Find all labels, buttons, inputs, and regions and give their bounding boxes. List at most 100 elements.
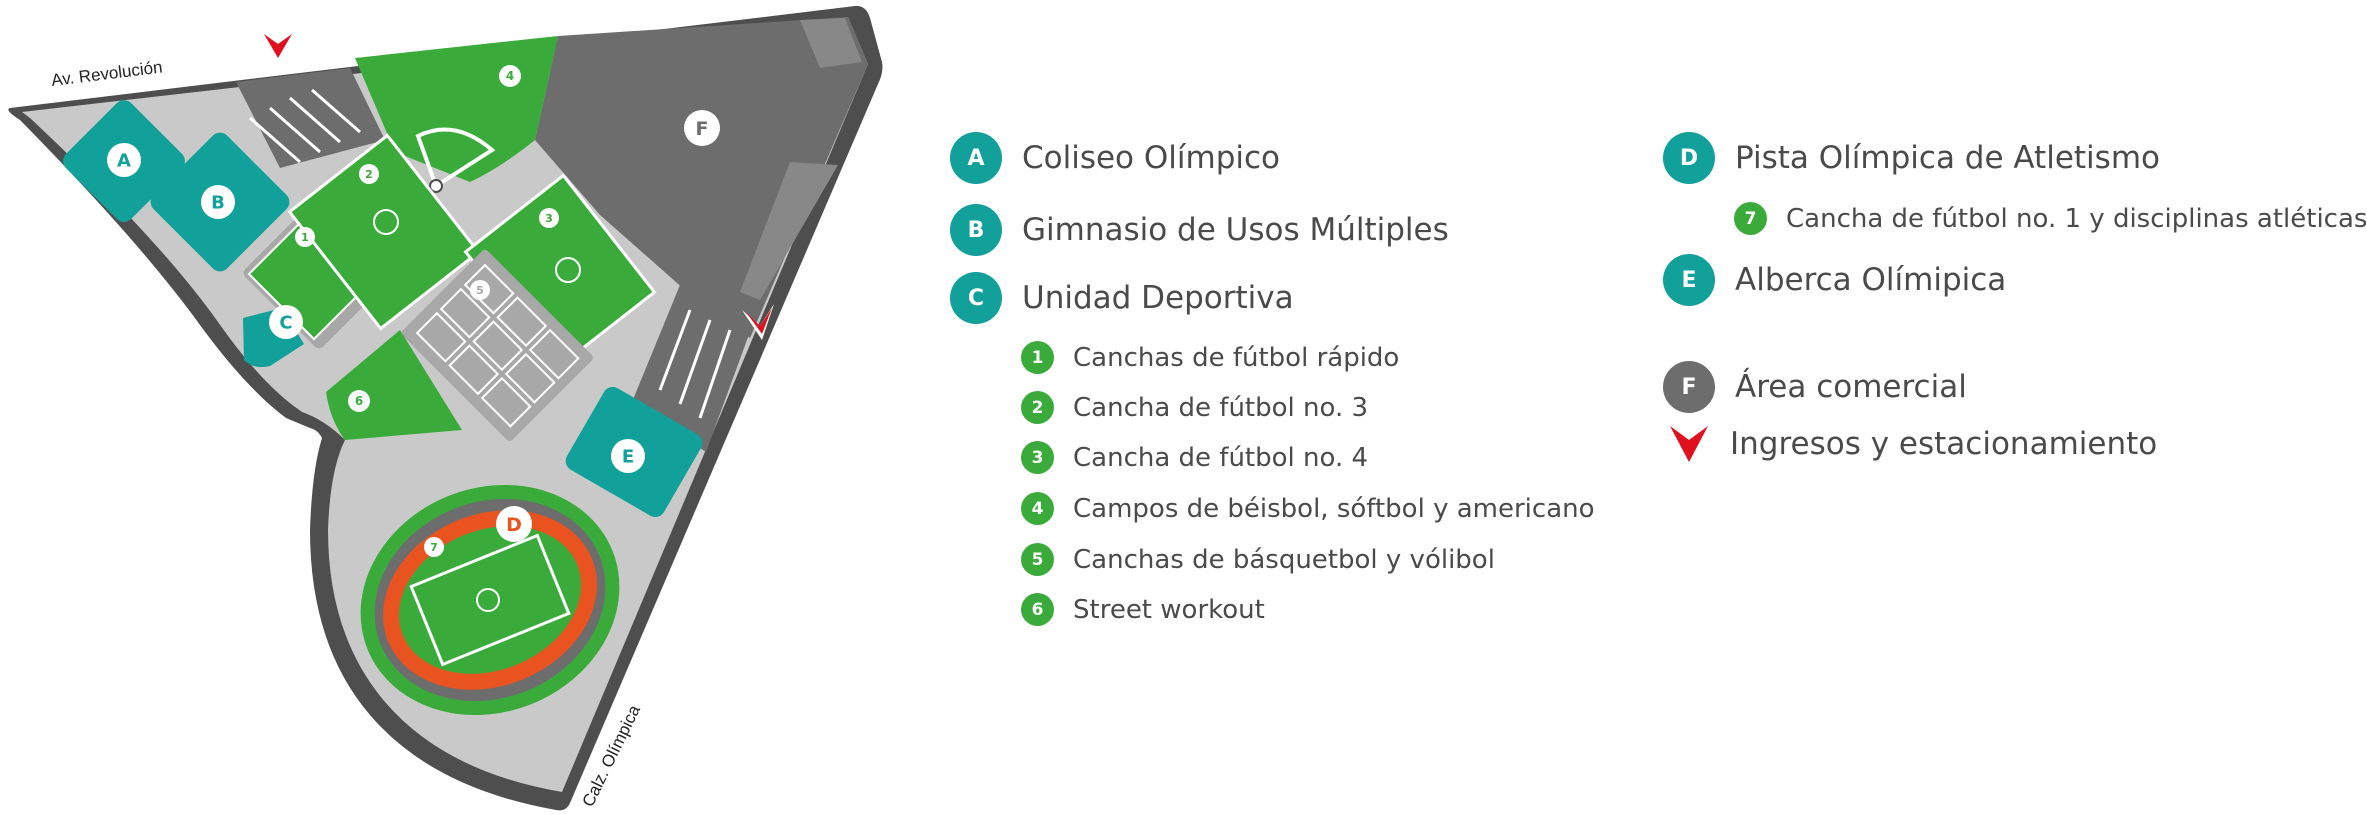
map-marker-circle — [295, 227, 315, 247]
badge-4: 4 — [1021, 492, 1054, 525]
street-workout-area — [326, 330, 462, 440]
map-marker-circle — [499, 65, 521, 87]
legend-item-f[interactable]: F Área comercial — [1663, 361, 1967, 413]
badge-e: E — [1663, 254, 1715, 306]
track-infield — [398, 526, 582, 674]
map-marker-label: 1 — [301, 231, 309, 244]
map-marker-circle — [684, 110, 720, 146]
legend-label-f: Área comercial — [1735, 369, 1967, 405]
street-label-north: Av. Revolución — [50, 57, 163, 89]
legend-sublabel-5: Canchas de básquetbol y vólibol — [1073, 544, 1495, 575]
map-marker-3: 3 — [539, 208, 559, 228]
map-marker-circle — [539, 208, 559, 228]
badge-c: C — [950, 272, 1002, 324]
badge-d: D — [1663, 132, 1715, 184]
commercial-area — [535, 17, 868, 338]
badge-a: A — [950, 132, 1002, 184]
legend-item-a[interactable]: A Coliseo Olímpico — [950, 132, 1280, 184]
map-marker-6: 6 — [348, 390, 370, 412]
map-marker-5: 5 — [470, 280, 490, 300]
site-map: Av. Revolución Calz. Olímpica ABCDEF1234… — [8, 5, 883, 811]
map-marker-4: 4 — [499, 65, 521, 87]
field-3-center — [555, 257, 581, 283]
baseball-diamond — [415, 127, 496, 190]
map-markers: A B C D E F 1 2 3 4 5 6 7 — [107, 65, 720, 557]
entrance-marker-east-red — [746, 308, 772, 334]
map-marker-1: 1 — [295, 227, 315, 247]
home-plate — [429, 179, 443, 193]
map-marker-label: B — [211, 192, 225, 213]
map-marker-label: A — [117, 150, 131, 171]
map-marker-circle — [269, 305, 303, 339]
map-marker-label: 2 — [365, 168, 373, 181]
map-marker-label: C — [279, 312, 292, 333]
badge-b: B — [950, 204, 1002, 256]
map-marker-circle — [348, 390, 370, 412]
badge-1: 1 — [1021, 341, 1054, 374]
legend-item-b[interactable]: B Gimnasio de Usos Múltiples — [950, 204, 1449, 256]
legend-sublabel-6: Street workout — [1073, 594, 1265, 625]
badge-f: F — [1663, 361, 1715, 413]
legend-subitem-3[interactable]: 3 Cancha de fútbol no. 4 — [1021, 441, 1368, 474]
map-marker-7: 7 — [424, 537, 444, 557]
legend-subitem-7[interactable]: 7 Cancha de fútbol no. 1 y disciplinas a… — [1734, 202, 2367, 235]
legend-sublabel-1: Canchas de fútbol rápido — [1073, 342, 1400, 373]
stadium-center — [476, 588, 500, 612]
map-marker-2: 2 — [359, 164, 379, 184]
badge-2: 2 — [1021, 391, 1054, 424]
badge-3: 3 — [1021, 441, 1054, 474]
legend-subitem-6[interactable]: 6 Street workout — [1021, 593, 1265, 626]
map-marker-label: F — [696, 118, 709, 140]
map-marker-a: A — [107, 143, 141, 177]
map-marker-e: E — [611, 439, 645, 473]
courts-area — [401, 249, 593, 441]
legend-label-c: Unidad Deportiva — [1022, 280, 1294, 316]
legend-item-e[interactable]: E Alberca Olímipica — [1663, 254, 2006, 306]
map-marker-circle — [359, 164, 379, 184]
map-marker-circle — [611, 439, 645, 473]
map-marker-circle — [201, 185, 235, 219]
legend-subitem-2[interactable]: 2 Cancha de fútbol no. 3 — [1021, 391, 1368, 424]
map-marker-circle — [470, 280, 490, 300]
commercial-area-accent — [740, 18, 862, 300]
legend-subitem-5[interactable]: 5 Canchas de básquetbol y vólibol — [1021, 543, 1495, 576]
field-2-center — [373, 209, 399, 235]
legend-sublabel-7: Cancha de fútbol no. 1 y disciplinas atl… — [1786, 203, 2367, 234]
legend-label-a: Coliseo Olímpico — [1022, 140, 1281, 176]
legend-label-e: Alberca Olímipica — [1735, 262, 2007, 298]
map-marker-label: 5 — [476, 284, 484, 297]
entrance-marker-east — [742, 304, 774, 340]
map-marker-circle — [496, 506, 532, 542]
map-marker-d: D — [496, 506, 532, 542]
map-marker-label: E — [622, 446, 634, 467]
map-marker-circle — [107, 143, 141, 177]
map-marker-label: 7 — [430, 541, 438, 554]
map-marker-circle — [424, 537, 444, 557]
parking-east-lines — [658, 309, 732, 419]
map-marker-label: 6 — [355, 394, 363, 408]
badge-6: 6 — [1021, 593, 1054, 626]
legend-item-entrance[interactable]: Ingresos y estacionamiento — [1670, 426, 2157, 462]
map-marker-label: D — [506, 514, 522, 536]
legend-label-entrance: Ingresos y estacionamiento — [1730, 426, 2158, 462]
stadium-field — [409, 533, 571, 667]
map-marker-b: B — [201, 185, 235, 219]
legend-label-b: Gimnasio de Usos Múltiples — [1022, 212, 1449, 248]
map-marker-f: F — [684, 110, 720, 146]
legend-sublabel-2: Cancha de fútbol no. 3 — [1073, 392, 1369, 423]
legend-item-d[interactable]: D Pista Olímpica de Atletismo — [1663, 132, 2160, 184]
badge-7: 7 — [1734, 202, 1767, 235]
parking-north-lines — [249, 88, 361, 164]
legend-subitem-4[interactable]: 4 Campos de béisbol, sóftbol y americano — [1021, 492, 1595, 525]
field-2 — [287, 133, 481, 331]
legend-sublabel-4: Campos de béisbol, sóftbol y americano — [1073, 493, 1595, 524]
legend-label-d: Pista Olímpica de Atletismo — [1735, 140, 2160, 176]
legend-subitem-1[interactable]: 1 Canchas de fútbol rápido — [1021, 341, 1399, 374]
entrance-marker-north — [264, 34, 292, 58]
map-marker-label: 4 — [506, 69, 514, 83]
legend-item-c[interactable]: C Unidad Deportiva — [950, 272, 1294, 324]
badge-5: 5 — [1021, 543, 1054, 576]
map-marker-c: C — [269, 305, 303, 339]
legend-sublabel-3: Cancha de fútbol no. 4 — [1073, 442, 1369, 473]
